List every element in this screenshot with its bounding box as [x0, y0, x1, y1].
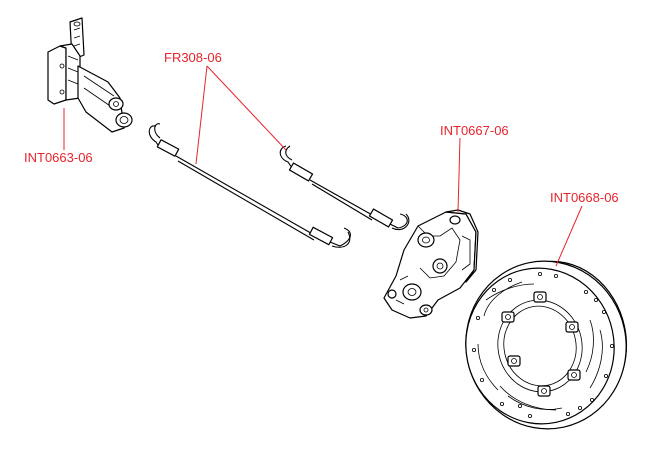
brake-line-long [148, 123, 351, 248]
master-cylinder [47, 17, 133, 133]
leader-disc [555, 205, 583, 267]
callout-disc: INT0668-06 [550, 190, 619, 205]
callout-brake-lines: FR308-06 [164, 50, 222, 65]
brake-caliper [383, 209, 479, 319]
leader-caliper [457, 137, 461, 213]
leader-lines [63, 65, 583, 267]
callout-caliper: INT0667-06 [440, 123, 509, 138]
leader-brake-line-long [195, 65, 208, 165]
brake-disc [465, 260, 628, 430]
leader-brake-line-short [206, 65, 287, 151]
callout-master-cylinder: INT0663-06 [24, 150, 93, 165]
brake-line-short [279, 145, 410, 231]
